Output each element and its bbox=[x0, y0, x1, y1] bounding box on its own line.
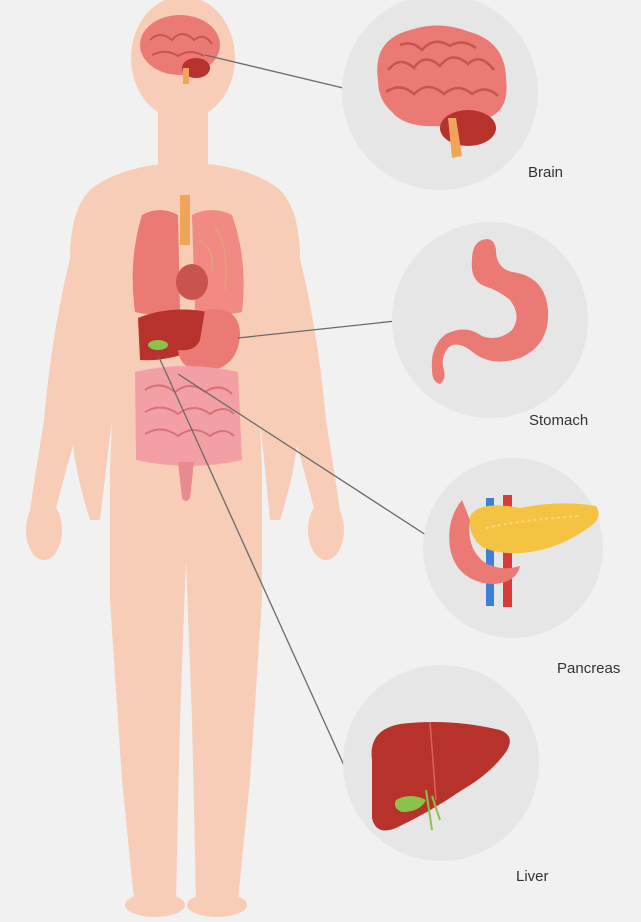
pancreas-label: Pancreas bbox=[557, 660, 620, 677]
liver-callout bbox=[343, 665, 539, 861]
stomach-callout bbox=[392, 222, 588, 418]
internal-organs bbox=[133, 195, 244, 501]
pancreas-callout bbox=[423, 458, 603, 638]
brain-label: Brain bbox=[528, 164, 563, 181]
stomach-label: Stomach bbox=[529, 412, 588, 429]
brain-callout bbox=[342, 0, 538, 190]
liver-label: Liver bbox=[516, 868, 549, 885]
